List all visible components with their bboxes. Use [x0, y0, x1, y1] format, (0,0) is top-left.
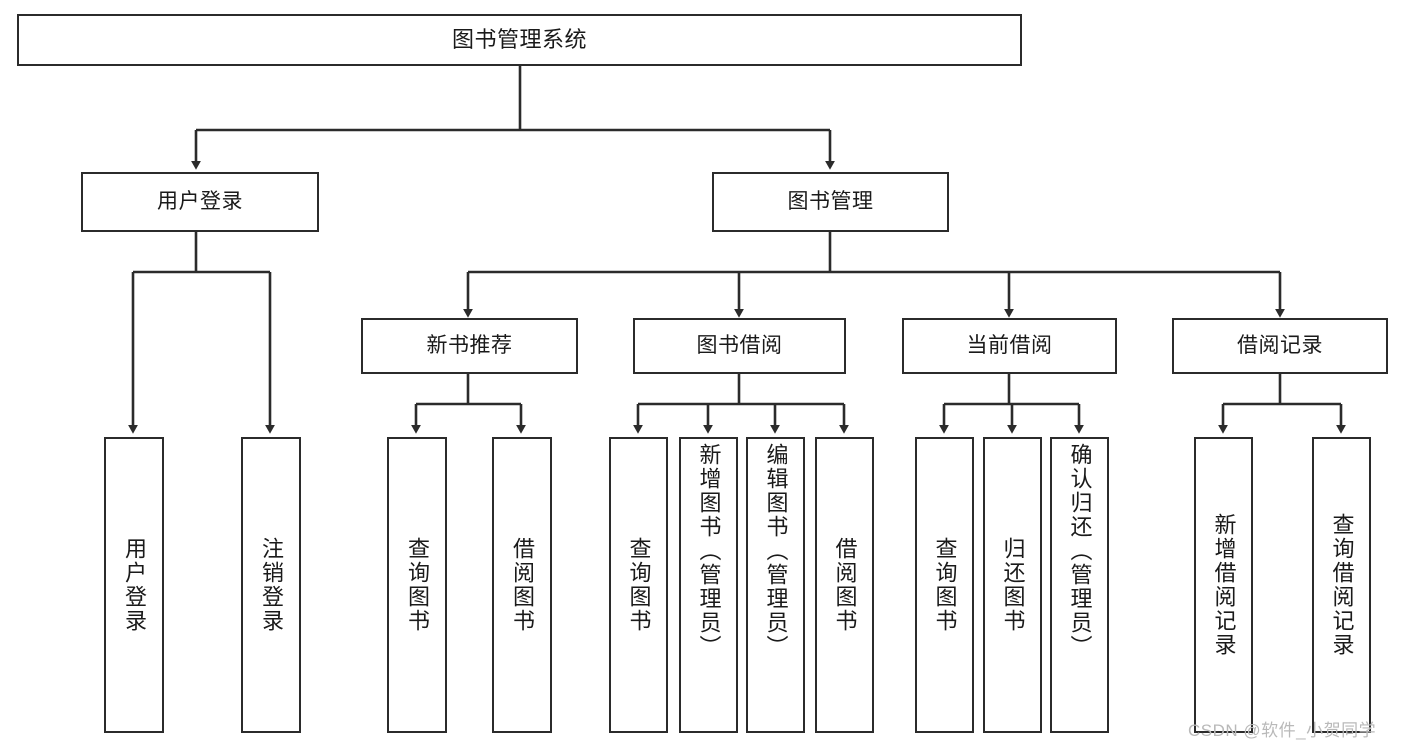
node-book-manage[interactable]: 图书管理 [712, 172, 949, 232]
node-leaf-add-book-label: 新增图书（管理员） [696, 443, 722, 659]
node-leaf-logout-login[interactable]: 注销登录 [241, 437, 301, 733]
node-book-manage-label: 图书管理 [787, 189, 874, 213]
node-leaf-borrow-book-2-label: 借阅图书 [832, 537, 858, 633]
node-book-borrow-label: 图书借阅 [696, 333, 783, 357]
node-new-book-rec[interactable]: 新书推荐 [361, 318, 578, 374]
node-leaf-query-book-3-label: 查询图书 [932, 537, 958, 633]
node-leaf-query-record-label: 查询借阅记录 [1329, 513, 1355, 657]
node-user-login-label: 用户登录 [157, 189, 243, 213]
node-borrow-record[interactable]: 借阅记录 [1172, 318, 1388, 374]
node-leaf-add-record-label: 新增借阅记录 [1211, 513, 1237, 657]
node-leaf-query-book-2-label: 查询图书 [626, 537, 652, 633]
node-leaf-user-login-label: 用户登录 [122, 537, 147, 633]
node-leaf-edit-book[interactable]: 编辑图书（管理员） [746, 437, 805, 733]
node-current-borrow-label: 当前借阅 [966, 333, 1053, 357]
node-current-borrow[interactable]: 当前借阅 [902, 318, 1117, 374]
node-leaf-borrow-book-1[interactable]: 借阅图书 [492, 437, 552, 733]
node-root-label: 图书管理系统 [451, 27, 587, 53]
node-leaf-user-login[interactable]: 用户登录 [104, 437, 164, 733]
node-leaf-logout-login-label: 注销登录 [259, 537, 284, 633]
node-user-login[interactable]: 用户登录 [81, 172, 319, 232]
node-leaf-return-book-label: 归还图书 [1000, 537, 1026, 633]
node-leaf-borrow-book-1-label: 借阅图书 [510, 537, 535, 633]
node-new-book-rec-label: 新书推荐 [426, 333, 513, 357]
node-leaf-query-book-2[interactable]: 查询图书 [609, 437, 668, 733]
node-leaf-query-book-1-label: 查询图书 [405, 537, 430, 633]
node-leaf-borrow-book-2[interactable]: 借阅图书 [815, 437, 874, 733]
node-leaf-confirm-return-label: 确认归还（管理员） [1067, 443, 1093, 659]
csdn-watermark: CSDN @软件_小贺同学 [1188, 721, 1377, 740]
node-root[interactable]: 图书管理系统 [17, 14, 1022, 66]
node-leaf-edit-book-label: 编辑图书（管理员） [763, 443, 789, 659]
node-leaf-query-record[interactable]: 查询借阅记录 [1312, 437, 1371, 733]
node-book-borrow[interactable]: 图书借阅 [633, 318, 846, 374]
node-leaf-add-record[interactable]: 新增借阅记录 [1194, 437, 1253, 733]
node-leaf-query-book-3[interactable]: 查询图书 [915, 437, 974, 733]
node-leaf-query-book-1[interactable]: 查询图书 [387, 437, 447, 733]
node-leaf-add-book[interactable]: 新增图书（管理员） [679, 437, 738, 733]
node-borrow-record-label: 借阅记录 [1237, 333, 1323, 357]
node-leaf-confirm-return[interactable]: 确认归还（管理员） [1050, 437, 1109, 733]
node-leaf-return-book[interactable]: 归还图书 [983, 437, 1042, 733]
